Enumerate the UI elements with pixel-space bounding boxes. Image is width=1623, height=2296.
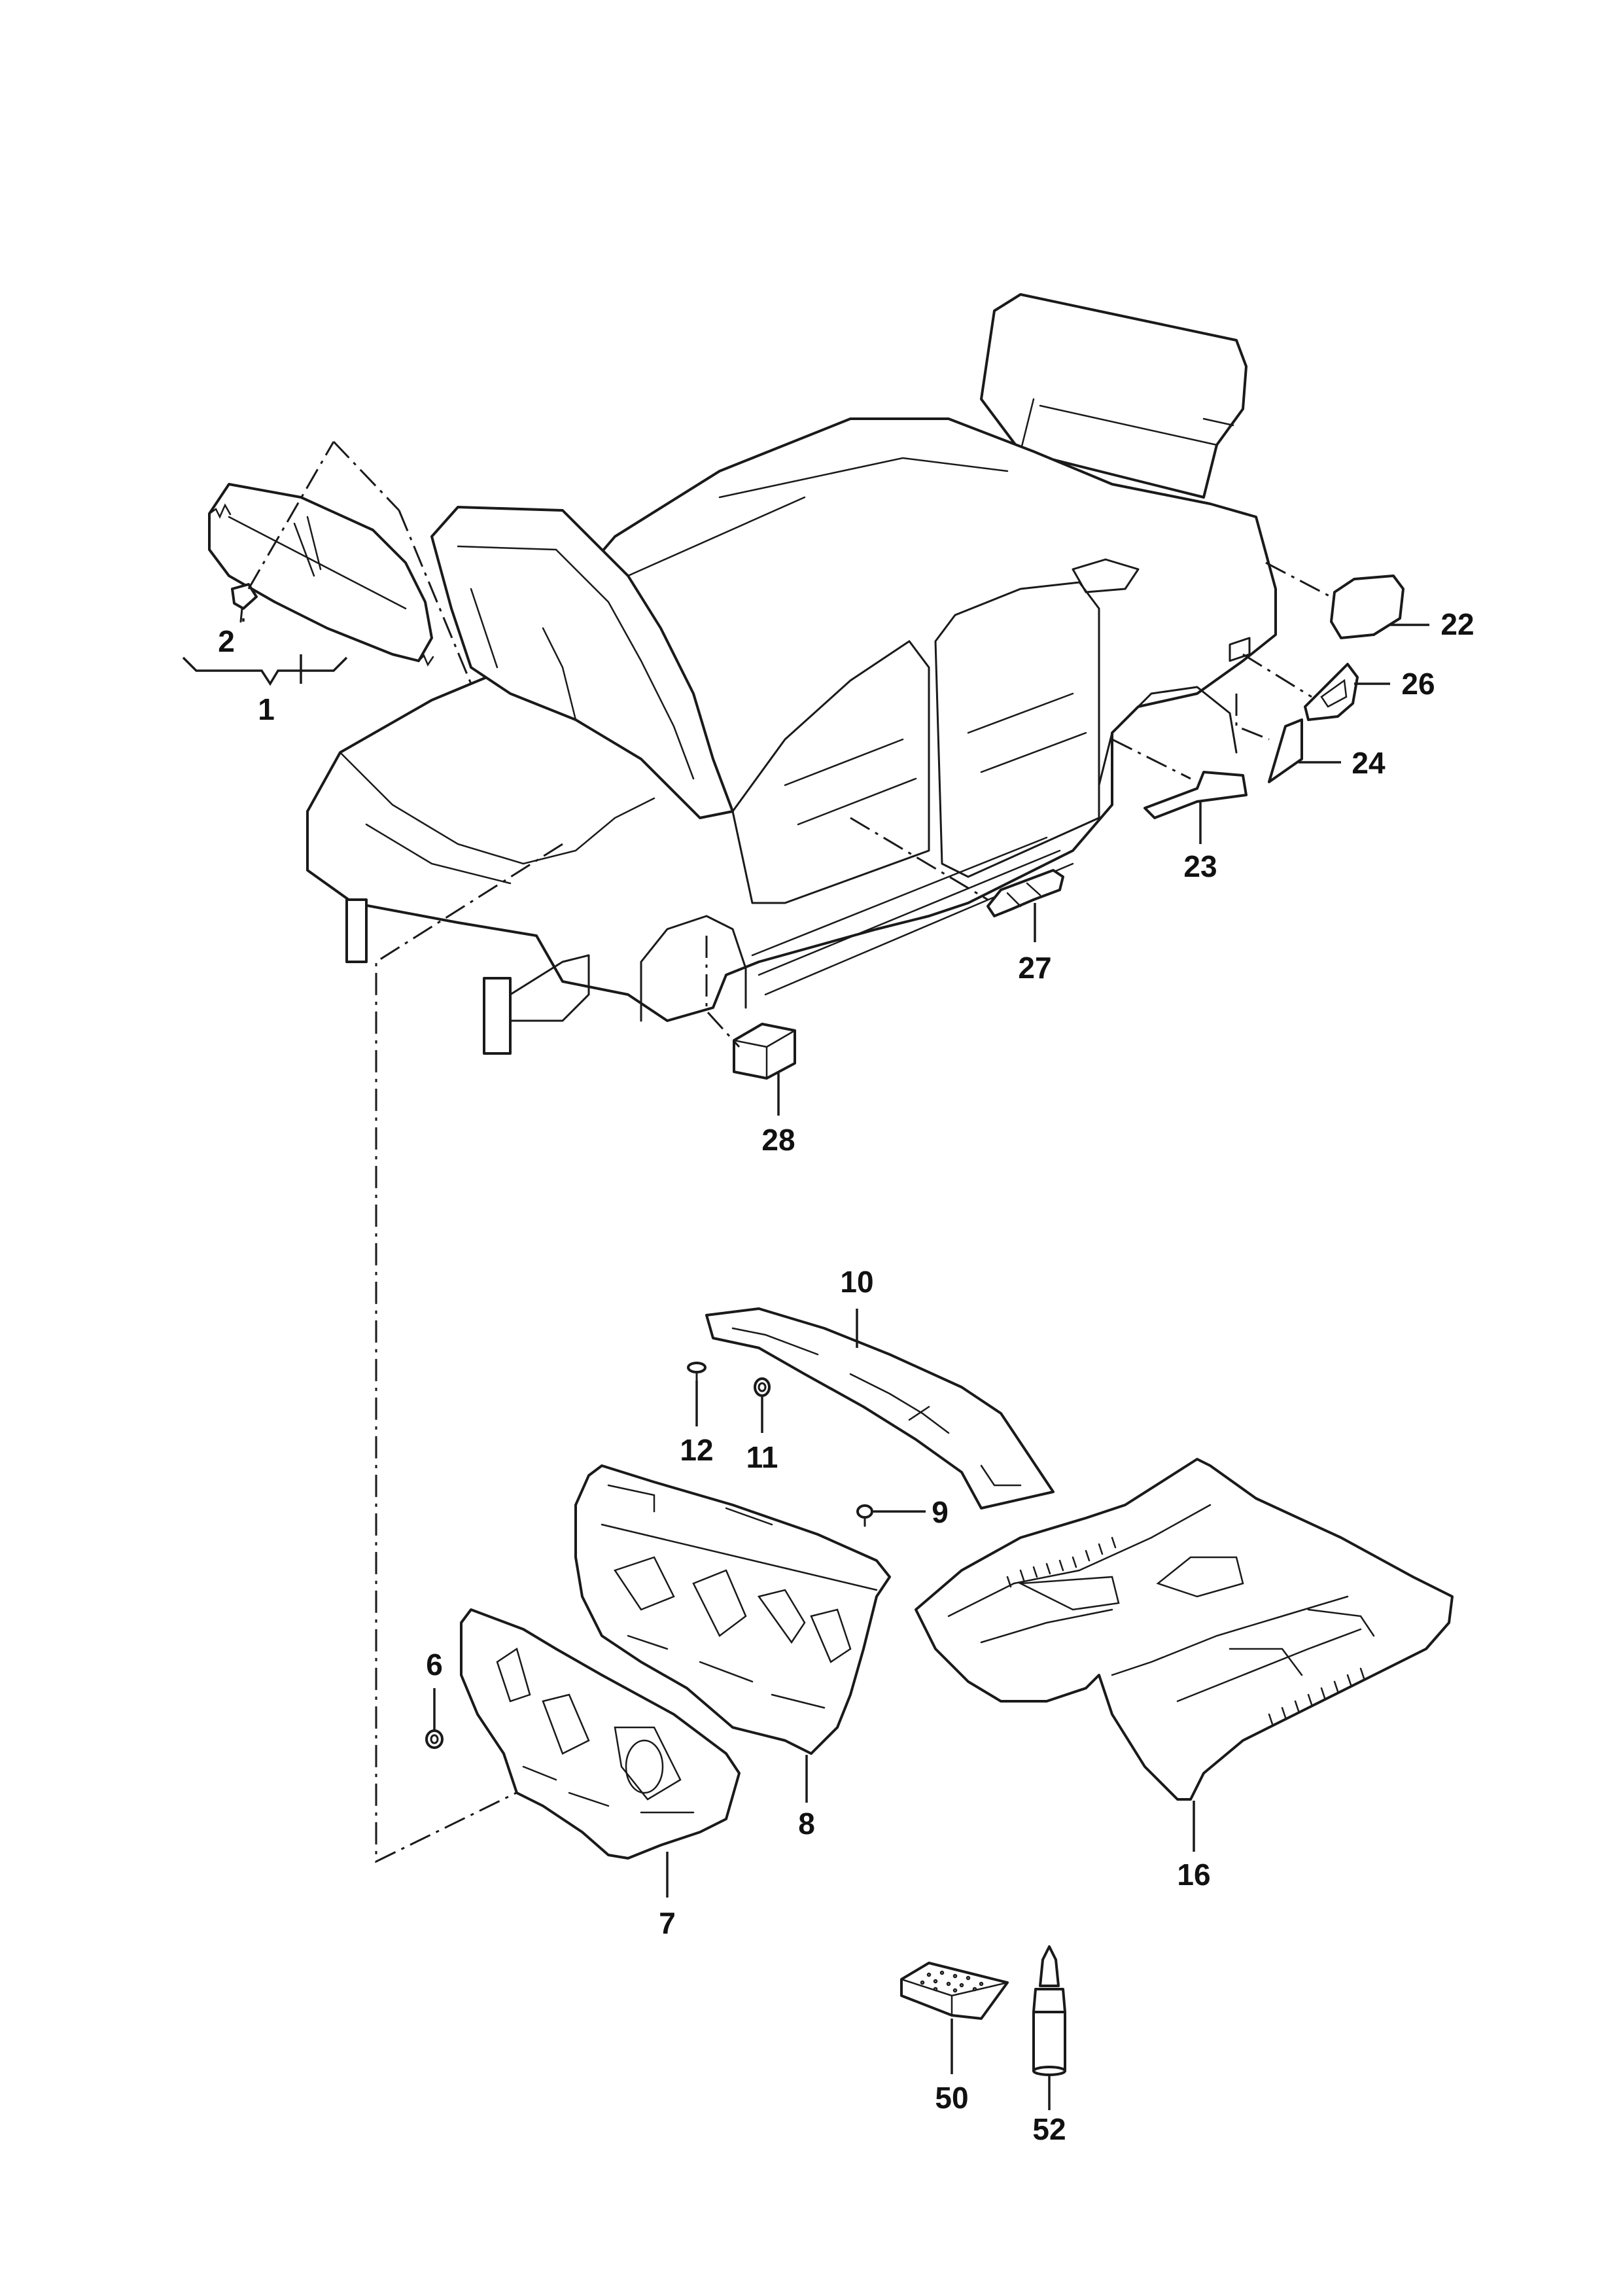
callout-2: 2 — [218, 624, 235, 658]
part-23-phantom-line — [1111, 738, 1191, 780]
callout-50: 50 — [935, 2081, 968, 2115]
part-6-nut — [425, 1729, 444, 1749]
part-28-phantom-line — [705, 936, 741, 1048]
part-1-bracket — [182, 618, 348, 686]
part-1-phantom-line — [247, 440, 472, 684]
part-52-sealant-bottle — [1032, 1945, 1066, 2076]
callout-6: 6 — [426, 1648, 443, 1682]
part-24-phantom-line — [1235, 694, 1270, 741]
callout-7: 7 — [659, 1906, 676, 1940]
part-23-pad — [1143, 771, 1248, 819]
part-28-block — [733, 1023, 796, 1080]
callout-16: 16 — [1177, 1858, 1210, 1892]
part-24-pad — [1268, 718, 1303, 783]
callout-9: 9 — [932, 1495, 949, 1529]
callout-12: 12 — [680, 1433, 713, 1467]
part-22-phantom-line — [1265, 561, 1335, 600]
callout-52: 52 — [1032, 2112, 1066, 2146]
part-7-dash-insulator — [460, 1608, 741, 1860]
part-16-floor-carpet — [915, 1458, 1454, 1801]
part-26-pad — [1304, 663, 1359, 721]
part-9-clip — [856, 1504, 873, 1527]
part-27-phantom-line — [850, 817, 988, 901]
callout-11: 11 — [746, 1440, 778, 1474]
callout-28: 28 — [761, 1123, 795, 1157]
car-body-shell — [306, 293, 1277, 1055]
part-8-bulkhead-insulator — [574, 1464, 891, 1755]
part-27-insert — [986, 869, 1064, 917]
part-50-pad — [900, 1962, 1009, 2020]
part-22-pad — [1330, 574, 1405, 639]
callout-27: 27 — [1018, 951, 1051, 985]
callout-1: 1 — [258, 692, 275, 726]
callout-24: 24 — [1352, 746, 1386, 780]
callout-23: 23 — [1183, 849, 1217, 883]
part-26-phantom-line — [1242, 653, 1312, 698]
part-1-hood-insulator — [208, 483, 434, 667]
callout-10: 10 — [840, 1265, 873, 1299]
part-10-cowl-insulator — [705, 1307, 1055, 1510]
part-11-nut — [754, 1377, 771, 1397]
part-12-clip — [687, 1362, 707, 1382]
callout-8: 8 — [798, 1807, 815, 1841]
part-2-clip — [231, 583, 258, 623]
body-to-bulkhead-phantom-line — [375, 843, 563, 1863]
callout-26: 26 — [1401, 667, 1435, 701]
callout-22: 22 — [1440, 607, 1474, 641]
